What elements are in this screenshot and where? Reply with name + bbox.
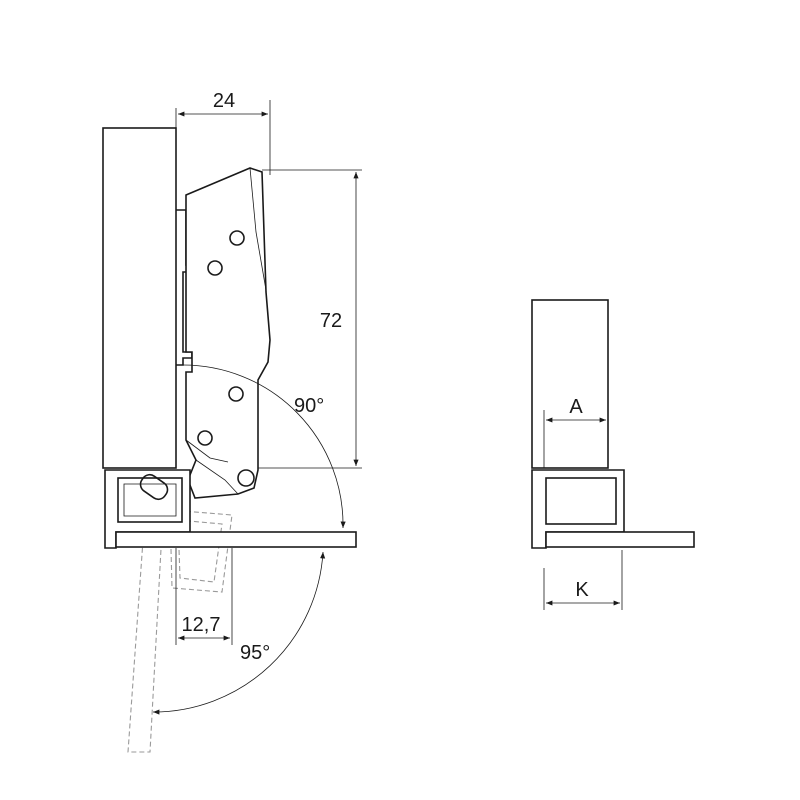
overlay-detail-view: A K [531,299,695,610]
dim-12-7-label: 12,7 [182,614,221,636]
dim-k: K [543,550,623,610]
hinge-arm [185,167,271,499]
hinge-side-view: 24 72 90° 95° 12,7 [102,90,362,753]
angle-95-label: 95° [240,642,270,664]
dim-height-72: 72 [258,169,362,469]
mounting-plate [104,469,357,549]
rivet-5 [237,469,255,487]
detail-cabinet-side-panel [545,531,695,548]
rivet-1 [229,230,245,246]
detail-door-panel [531,299,609,469]
angle-90: 90° [182,364,346,529]
cabinet-side-panel [115,531,357,548]
angle-90-label: 90° [294,395,324,417]
dim-24-label: 24 [213,90,235,112]
dim-a-label: A [569,396,583,418]
dim-k-label: K [575,579,589,601]
dim-a: A [543,396,606,468]
door-panel [102,127,177,469]
dim-72-label: 72 [320,310,342,332]
rivet-3 [228,386,244,402]
dim-offset-12-7: 12,7 [175,548,233,645]
rivet-4 [197,430,213,446]
rivet-2 [207,260,223,276]
angle-95: 95° [152,551,326,715]
dim-overlay-24: 24 [175,90,271,175]
